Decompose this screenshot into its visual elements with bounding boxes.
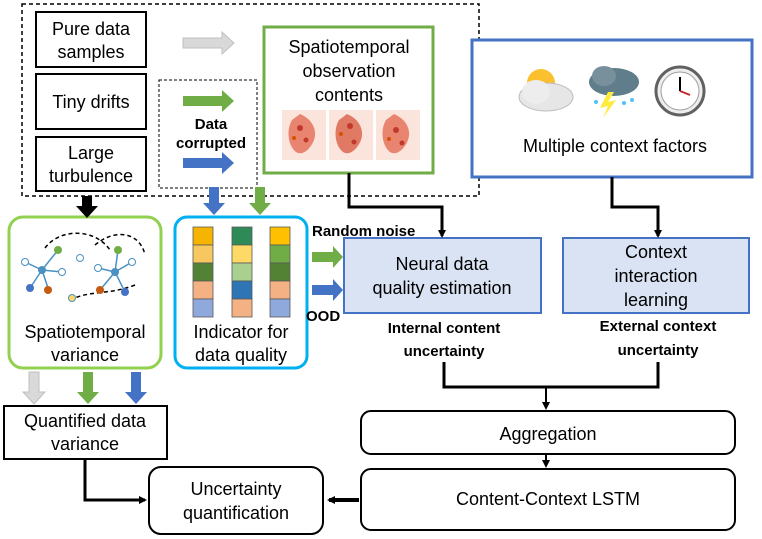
clock-icon (654, 65, 706, 117)
context-factors-label: Multiple context factors (523, 136, 707, 156)
quantified-line-2: variance (51, 434, 119, 454)
indicator-cell (192, 280, 214, 300)
indicator-cell (192, 298, 214, 318)
indicator-cell (269, 280, 291, 300)
neural-line-2: quality estimation (372, 278, 511, 298)
green-arrow-tiny (183, 90, 234, 112)
indicator-cell (231, 262, 253, 282)
data-corrupted-region (158, 79, 258, 189)
gray-arrow-pure (182, 30, 235, 56)
large-turbulence-line-2: turbulence (49, 166, 133, 186)
blue-arrow-large (183, 152, 234, 174)
tiny-drifts-box: Tiny drifts (35, 73, 147, 130)
internal-uncertainty-line-1: Internal content (388, 320, 501, 337)
spatiotemporal-observation-box: Spatiotemporal observation contents (262, 25, 435, 175)
context-interaction-box: Context interaction learning (562, 237, 750, 314)
lstm-box: Content-Context LSTM (360, 468, 736, 531)
aggregation-box: Aggregation (360, 410, 736, 455)
context-factors-box: Multiple context factors (470, 38, 754, 179)
neural-line-1: Neural data (395, 254, 489, 274)
indicator-line-1: Indicator for (193, 322, 288, 342)
connector-quantified-to-uncertainty (83, 459, 147, 504)
indicator-columns (192, 226, 291, 318)
indicator-line-2: data quality (195, 345, 287, 365)
ood-label: OOD (306, 308, 340, 325)
heatmap-map-3 (376, 110, 420, 160)
indicator-cell (231, 226, 253, 246)
indicator-cell (269, 262, 291, 282)
data-corrupted-line-1: Data (195, 116, 228, 133)
large-turbulence-box: Large turbulence (35, 136, 147, 192)
graph-nodes (21, 246, 136, 302)
quantified-variance-box: Quantified data variance (3, 405, 168, 460)
spatiotemporal-variance-box: Spatiotemporal variance (7, 215, 163, 370)
indicator-cell (269, 244, 291, 264)
indicator-box: Indicator for data quality (173, 215, 309, 370)
context-interaction-line-3: learning (624, 290, 688, 310)
data-corrupted-line-2: corrupted (176, 135, 246, 152)
gray-down-arrow-quantified (21, 371, 47, 405)
black-down-arrow-variance (76, 196, 98, 218)
context-interaction-line-2: interaction (614, 266, 697, 286)
uncertainty-line-2: quantification (183, 503, 289, 523)
blue-arrow-ood (312, 279, 343, 301)
partly-cloudy-icon (518, 69, 574, 112)
heatmap-map-2 (329, 110, 373, 160)
pure-data-line-1: Pure data (52, 19, 131, 39)
variance-line-1: Spatiotemporal (24, 322, 145, 342)
variance-line-2: variance (51, 345, 119, 365)
obs-line-3: contents (315, 85, 383, 105)
context-interaction-line-1: Context (625, 242, 687, 262)
neural-estimation-box: Neural data quality estimation (343, 237, 542, 314)
pure-data-samples-box: Pure data samples (35, 11, 147, 68)
indicator-cell (269, 226, 291, 246)
obs-line-1: Spatiotemporal (288, 37, 409, 57)
quantified-line-1: Quantified data (24, 411, 147, 431)
pure-data-line-2: samples (57, 42, 124, 62)
uncertainty-line-1: Uncertainty (190, 479, 281, 499)
thunderstorm-icon (589, 66, 639, 118)
green-down-arrow-indicator (249, 187, 271, 215)
green-down-arrow-quantified (77, 372, 99, 404)
green-arrow-random-noise (312, 246, 343, 268)
indicator-cell (231, 244, 253, 264)
indicator-cell (192, 226, 214, 246)
random-noise-label: Random noise (312, 223, 415, 240)
indicator-cell (192, 244, 214, 264)
external-uncertainty-line-2: uncertainty (618, 342, 700, 359)
blue-down-arrow-quantified (125, 372, 147, 404)
indicator-cell (269, 298, 291, 318)
lstm-label: Content-Context LSTM (456, 489, 640, 509)
internal-uncertainty-line-2: uncertainty (404, 343, 486, 360)
connector-uncertainties-merge (442, 362, 660, 389)
heatmap-map-1 (282, 110, 326, 160)
connector-context-to-interaction (610, 177, 662, 238)
obs-line-2: observation (302, 61, 395, 81)
external-uncertainty-line-1: External context (600, 318, 717, 335)
connector-obs-to-neural (347, 173, 446, 238)
uncertainty-quantification-box: Uncertainty quantification (148, 466, 324, 535)
large-turbulence-line-1: Large (68, 143, 114, 163)
indicator-cell (192, 262, 214, 282)
blue-down-arrow-indicator (203, 187, 225, 215)
tiny-drifts-label: Tiny drifts (52, 92, 129, 112)
aggregation-label: Aggregation (499, 424, 596, 444)
indicator-cell (231, 280, 253, 300)
indicator-cell (231, 298, 253, 318)
